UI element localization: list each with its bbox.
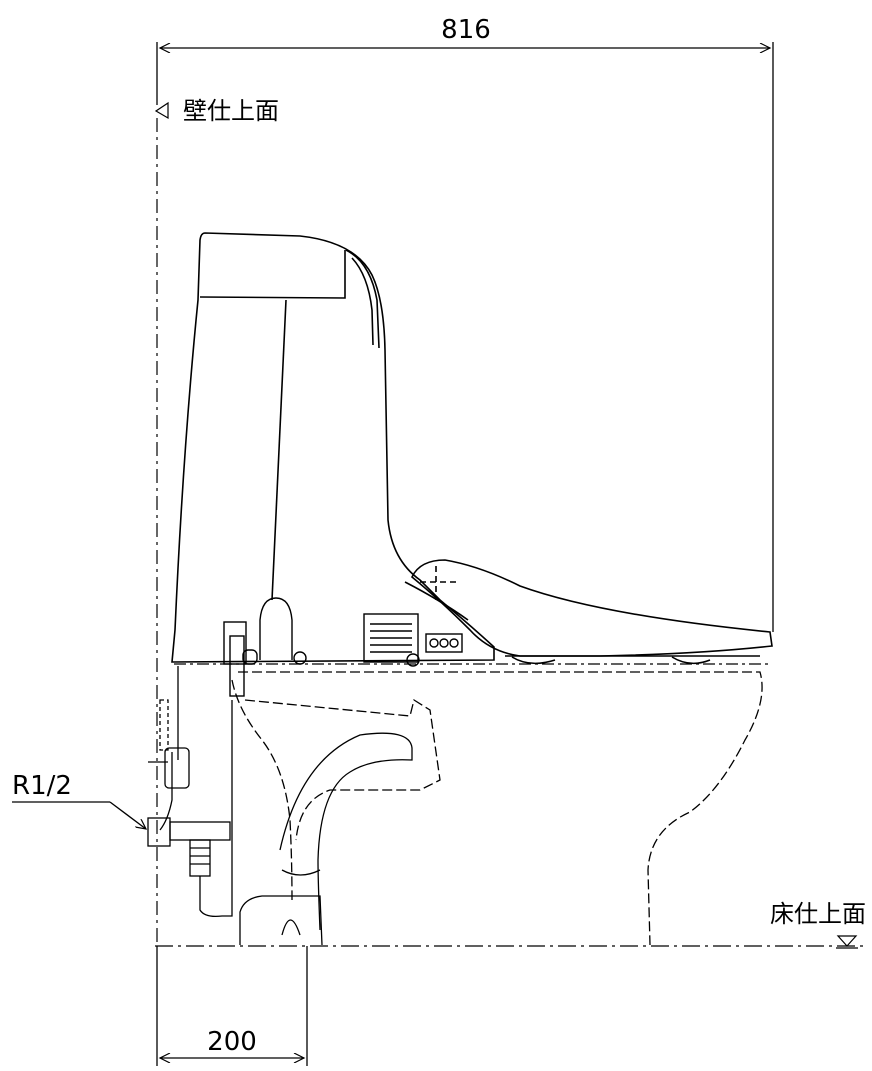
trap-base-curve [281,869,321,876]
bowl-foot [239,895,323,946]
bowl-outer-contour [238,671,763,946]
wall-marker-triangle [154,101,169,120]
floor-finish-line [155,935,866,949]
small-fitting [293,651,307,665]
flex-hose [189,839,211,877]
supply-pipe [229,635,245,697]
connector-pin [449,638,459,648]
drain-offset-dimension [156,946,308,1066]
floor-finish-label: 床仕上面 [770,900,866,928]
wall-finish-line [154,101,169,945]
bowl [174,663,770,946]
drain-hose [199,700,233,918]
control-unit-vents [370,623,412,653]
power-knob [406,653,420,667]
supply-block [223,621,247,665]
wall-bracket [159,699,169,751]
tank-center-line [271,299,287,601]
wall-pipe [159,752,173,831]
connector-block [425,633,463,653]
seat-bumper-rear [671,656,711,665]
seat-lid-outline [411,559,773,657]
wall-finish-label: 壁仕上面 [183,97,279,125]
overall-width-value: 816 [441,15,491,45]
seat-and-lid [404,559,773,665]
tank-front-panel-outer [345,249,380,349]
tank-body-outline [171,232,495,663]
trap-inner-left [231,679,293,901]
pipe-size-label: R1/2 [12,771,72,801]
flush-valve [259,597,293,660]
trap-outer-shell [279,732,413,931]
tank [171,232,495,663]
overall-width-dimension [156,42,774,632]
control-unit [363,613,419,663]
drain-outlet [281,919,301,936]
horizontal-fitting [169,821,231,841]
stop-valve-body [164,747,190,789]
tank-lid-line [199,250,346,299]
drain-offset-value: 200 [207,1027,257,1057]
tank-internals [223,597,463,697]
leader-arrow [109,801,146,829]
pipe-size-leader [12,801,146,829]
seat-bumper-front [511,656,556,665]
flex-hose-ribs [190,847,210,865]
supply-piping [147,666,233,918]
hinge-line [404,581,469,621]
floor-marker-triangle [836,935,858,947]
wall-flange [147,817,171,847]
trap-passage [244,698,441,841]
connector-pin [429,638,439,648]
connector-pin [439,638,449,648]
tank-front-panel-inner [351,257,374,346]
